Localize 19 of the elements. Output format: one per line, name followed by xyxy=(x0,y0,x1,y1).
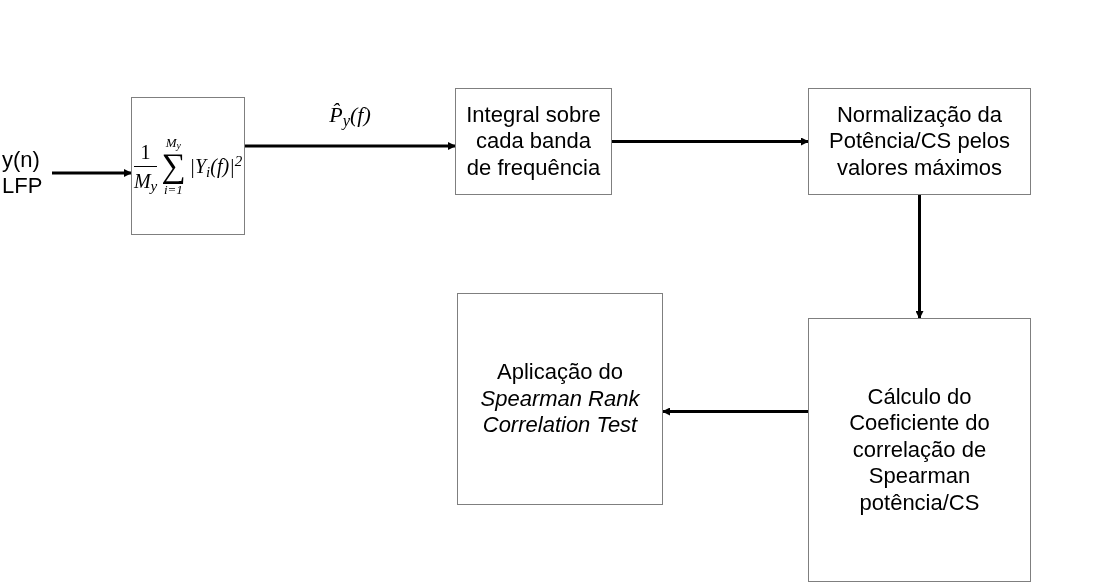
arrow xyxy=(662,407,808,416)
box-text: Integral sobre cada banda de frequência xyxy=(465,101,602,182)
upper-limit: M$_{y}$ xyxy=(165,136,181,149)
arrow xyxy=(245,142,456,150)
arrow xyxy=(612,137,809,146)
input-label: y(n) LFP xyxy=(2,142,52,204)
lower-limit: i=1 xyxy=(163,183,183,196)
process-box xyxy=(455,88,612,195)
process-box xyxy=(808,318,1031,582)
process-box xyxy=(457,293,663,505)
process-box xyxy=(131,97,245,235)
box-text: Normalização da Potência/CS pelos valores máximos xyxy=(828,101,1011,182)
box-text: Aplicação do Spearman Rank Correlation Test xyxy=(479,359,641,439)
arrow xyxy=(915,195,924,319)
arrow xyxy=(52,169,132,177)
process-box xyxy=(808,88,1031,195)
box-text: Cálculo do Coeficiente do correlação de Spearman potência/CS xyxy=(848,384,991,516)
summand: |Y$_{i}$(f)|$^{2}$ xyxy=(189,154,243,178)
numerator: 1 xyxy=(140,141,151,165)
